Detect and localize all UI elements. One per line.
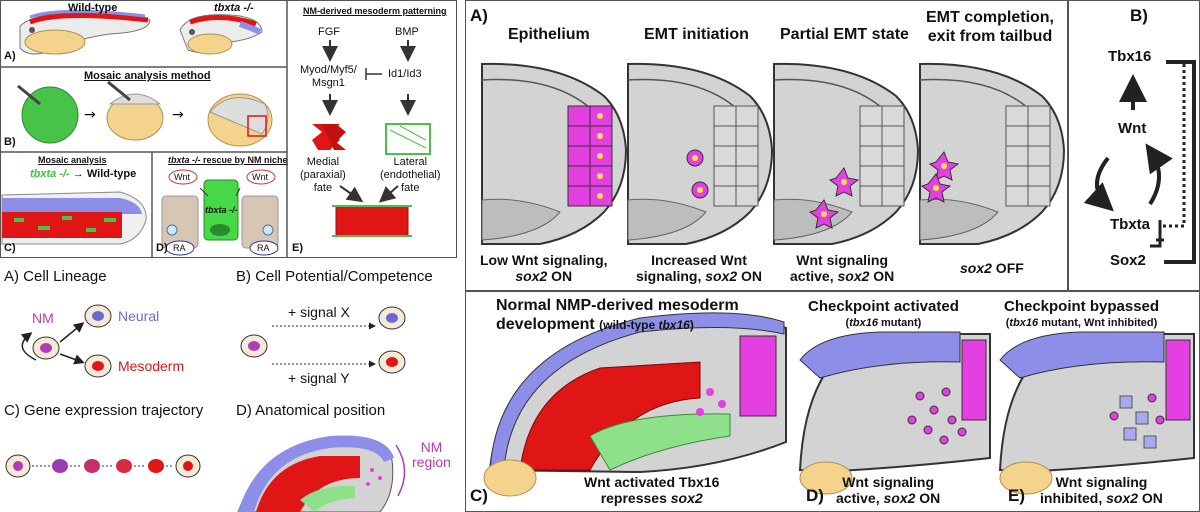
emt-panel-letter: A) [470,6,488,25]
tbxta-mutant-embryo [179,14,263,55]
checkpoint-D-title: Checkpoint activated (tbx16 mutant) [808,298,959,329]
epithelial-cells-gray [713,105,1051,207]
network-wnt: Wnt [1118,120,1147,137]
lateral-fate-label: Lateral(endothelial)fate [380,156,441,194]
divider-emt-checkpoint [465,290,1200,292]
nm-niche-rescue-diagram [161,169,279,256]
checkpoint-C-title: Normal NMP-derived mesoderm development … [496,297,739,333]
wild-type-label: Wild-type [68,2,118,14]
concept-position-title: D) Anatomical position [236,402,386,419]
tbxta-center-label: tbxta -/- [205,205,238,215]
checkpoint-E-letter: E) [1008,486,1025,505]
checkpoint-activated-graphics [798,331,991,495]
tbxta-mutant-label: tbxta -/- [214,2,254,14]
ra-label-left: RA [173,243,186,253]
ra-label-right: RA [257,243,270,253]
panel1-E-letter: E) [292,242,303,254]
migrating-cells [686,149,960,229]
checkpoint-C-letter: C) [470,486,488,505]
emt-caption4: sox2 OFF [960,260,1024,276]
concept-potential-title: B) Cell Potential/Competence [236,268,433,285]
wildtype-embryo [19,9,151,55]
concept-mesoderm-label: Mesoderm [118,358,185,374]
checkpoint-E-title: Checkpoint bypassed (tbx16 mutant, Wnt i… [1004,298,1160,329]
gene-expression-trajectory [5,454,201,478]
panel1-B-letter: B) [4,136,16,148]
concept-trajectory-title: C) Gene expression trajectory [4,402,204,419]
svg-text:→: → [84,107,96,123]
concept-neural-label: Neural [118,308,160,324]
bmp-label: BMP [395,26,419,38]
epithelial-cells-stage1 [567,105,613,207]
concept-lineage-title: A) Cell Lineage [4,268,107,285]
patterning-title: NM-derived mesoderm patterning [303,6,447,16]
wnt-label-right: Wnt [252,172,269,182]
divider-emt-network [1067,0,1069,290]
cell-lineage-diagram [20,304,112,378]
mesoderm-patterning-diagram [312,40,431,237]
emt-stage2-title: EMT initiation [644,26,749,43]
cell-potential-diagram [240,306,406,374]
mosaic-method-diagram: → → [17,80,273,147]
panel1-A-letter: A) [4,50,16,62]
wnt-label-left: Wnt [174,172,191,182]
emt-stage3-title: Partial EMT state [780,26,909,43]
emt-stage-graphics [481,60,1196,264]
emt-stage1-title: Epithelium [508,26,590,43]
gene-network-graphics [1083,60,1196,264]
concept-nm-label: NM [32,310,54,326]
signal-y-label: + signal Y [288,370,350,386]
network-tbxta: Tbxta [1110,216,1151,233]
mosaic-analysis-title: Mosaic analysis [38,155,107,165]
signal-x-label: + signal X [288,304,350,320]
checkpoint-bypassed-graphics [998,331,1195,495]
checkpoint-D-letter: D) [806,486,824,505]
anatomical-position-embryo [237,435,406,512]
panel-mosaic-figure [0,0,457,258]
svg-text:→: → [172,107,184,123]
id-label: Id1/Id3 [388,68,422,80]
medial-fate-label: Medial(paraxial)fate [300,156,346,194]
network-sox2: Sox2 [1110,252,1146,269]
network-tbx16: Tbx16 [1108,48,1152,65]
fgf-label: FGF [318,26,340,38]
mosaic-analysis-legend: tbxta -/- → Wild-type [30,168,137,180]
nm-niche-rescue-title: tbxta -/- rescue by NM niche [168,155,288,165]
panel1-D-letter: D) [156,242,168,254]
emt-caption1: Low Wnt signaling,sox2 ON [480,252,608,284]
checkpoint-normal-graphics [483,312,787,497]
myod-label: Myod/Myf5/Msgn1 [300,64,357,89]
mosaic-method-title: Mosaic analysis method [84,70,211,82]
mosaic-tail-diagram [1,191,147,245]
network-letter: B) [1130,6,1148,25]
panel1-C-letter: C) [4,242,16,254]
emt-stage4-title: EMT completion,exit from tailbud [926,9,1054,45]
